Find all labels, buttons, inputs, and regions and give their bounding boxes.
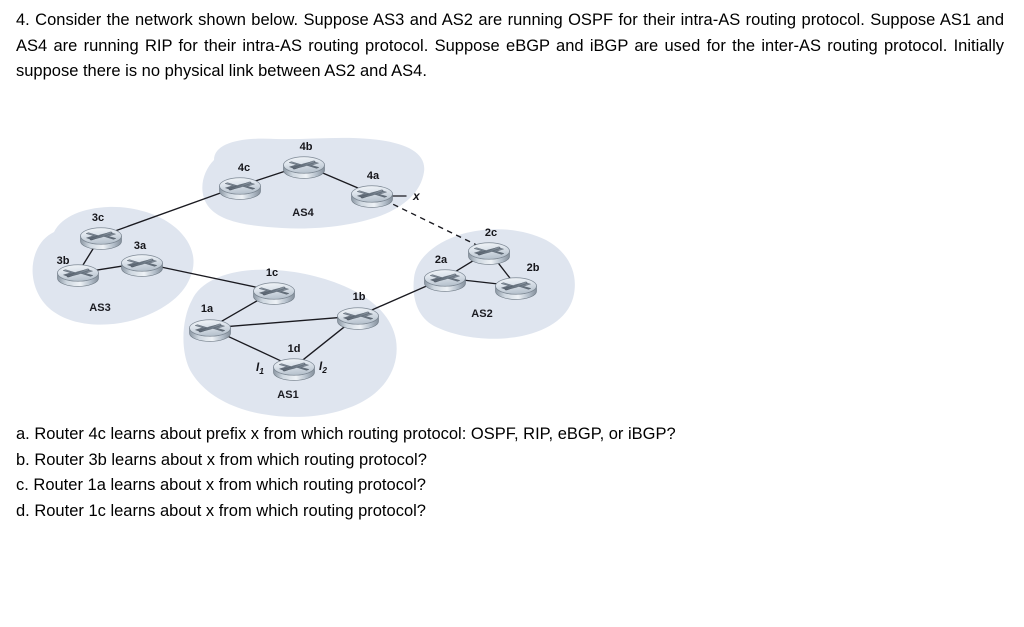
link-1d-1b (301, 322, 351, 361)
router-4a (351, 185, 393, 208)
router-1c (253, 282, 295, 305)
router-label-1c: 1c (266, 267, 278, 279)
router-label-4c: 4c (238, 162, 250, 174)
router-1b (337, 307, 379, 330)
link-4b-4a (316, 169, 360, 190)
as-label-as1: AS1 (277, 389, 298, 401)
router-1a (189, 319, 231, 342)
router-3c (80, 227, 122, 250)
router-labels-layer: 4c 4b 4a 3c 3b 3a 1c 1a 1b 1d 2c 2a 2b (57, 141, 540, 355)
link-4c-3c (114, 190, 227, 232)
link-2a-2b (463, 279, 498, 285)
router-label-4b: 4b (300, 141, 313, 153)
router-3a (121, 254, 163, 277)
router-label-2b: 2b (527, 262, 540, 274)
as3-blob (32, 206, 194, 325)
router-label-2a: 2a (435, 254, 448, 266)
link-1b-2a (370, 282, 433, 312)
as-label-as3: AS3 (89, 302, 110, 314)
prefix-x-label: x (412, 189, 421, 203)
router-label-1a: 1a (201, 303, 214, 315)
intro-paragraph: 4. Consider the network shown below. Sup… (16, 8, 1004, 85)
question-a: a. Router 4c learns about prefix x from … (16, 425, 676, 443)
router-1d (273, 358, 315, 381)
link-4c-4b (254, 169, 290, 182)
router-4b (283, 156, 325, 179)
router-2a (424, 269, 466, 292)
as-label-as2: AS2 (471, 308, 492, 320)
router-4c (219, 177, 261, 200)
intro-text: 4. Consider the network shown below. Sup… (16, 11, 1004, 80)
link-1a-1d (221, 333, 283, 362)
router-3b (57, 264, 99, 287)
router-label-3b: 3b (57, 255, 70, 267)
link-4a-2c (383, 199, 478, 246)
question-d: d. Router 1c learns about x from which r… (16, 501, 426, 520)
question-b: b. Router 3b learns about x from which r… (16, 450, 427, 469)
router-label-2c: 2c (485, 227, 497, 239)
link-1c-1a (220, 296, 264, 323)
link-3a-1c (158, 265, 258, 289)
router-label-3a: 3a (134, 240, 147, 252)
questions-list: a. Router 4c learns about prefix x from … (16, 422, 1004, 524)
interface-label-i2: I2 (319, 361, 327, 375)
link-3b-3a (95, 265, 125, 271)
as1-blob (183, 269, 397, 417)
interface-label-i1: I1 (256, 362, 264, 376)
router-2c (468, 242, 510, 265)
router-label-4a: 4a (367, 170, 380, 182)
link-1a-1b (228, 316, 340, 328)
as-label-as4: AS4 (292, 207, 314, 219)
router-2b (495, 277, 537, 300)
links-layer (81, 169, 512, 362)
question-c: c. Router 1a learns about x from which r… (16, 476, 426, 494)
router-label-3c: 3c (92, 212, 104, 224)
router-label-1d: 1d (288, 343, 301, 355)
network-diagram-svg: x 4c 4b 4a 3c 3b 3a 1c 1a 1b 1d 2c 2a 2b I1 I2 AS4AS3… (32, 137, 575, 417)
interface-labels-layer: I1 I2 (256, 361, 327, 376)
router-label-1b: 1b (353, 291, 366, 303)
